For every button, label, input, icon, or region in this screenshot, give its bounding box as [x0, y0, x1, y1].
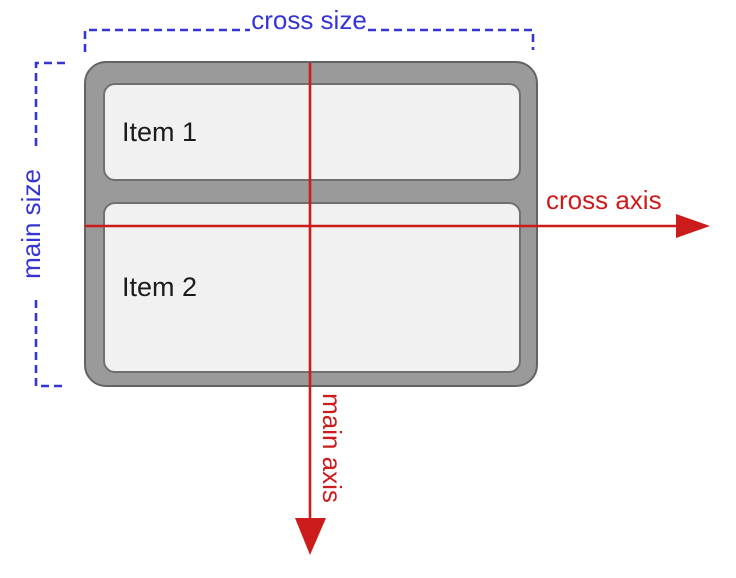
cross-axis-label: cross axis — [546, 185, 662, 215]
cross-size-bracket-left — [83, 28, 250, 52]
flex-item-2: Item 2 — [103, 202, 521, 373]
flex-item-1: Item 1 — [103, 83, 521, 181]
main-size-bracket-bottom — [34, 300, 65, 388]
main-axis-label: main axis — [317, 393, 347, 503]
main-size-label: main size — [16, 169, 46, 279]
cross-size-bracket-right — [368, 28, 535, 50]
main-size-bracket-top — [34, 61, 65, 150]
flex-item-1-label: Item 1 — [122, 116, 198, 147]
main-axis-arrowhead-icon — [295, 518, 326, 555]
cross-axis-arrowhead-icon — [676, 214, 710, 238]
flex-item-2-label: Item 2 — [122, 272, 198, 302]
flex-container: Item 1 Item 2 — [84, 61, 538, 387]
cross-size-label: cross size — [251, 5, 367, 35]
